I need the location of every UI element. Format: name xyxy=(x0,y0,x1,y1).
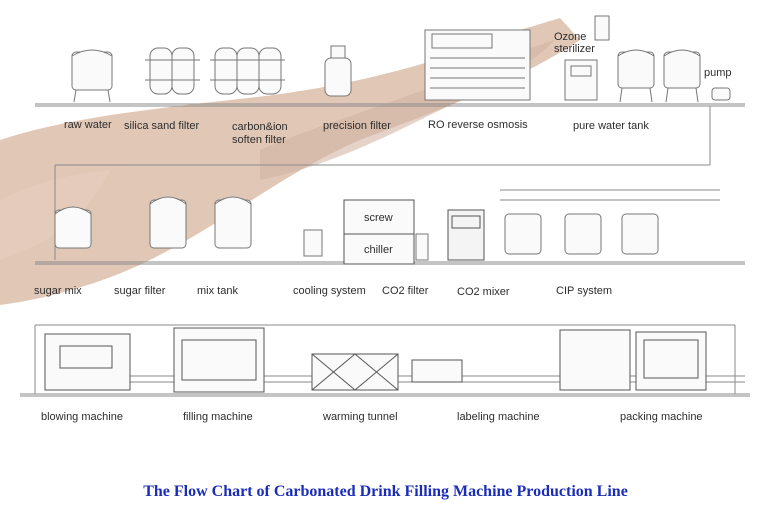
pump-unit xyxy=(711,87,731,101)
label-blowing-machine: blowing machine xyxy=(41,411,123,423)
label-screw: screw xyxy=(364,212,393,224)
label-carbon-ion: carbon&ion xyxy=(232,121,288,133)
label-sugar-filter: sugar filter xyxy=(114,285,166,297)
packing-machine-unit xyxy=(559,329,707,391)
label-sugar-mix: sugar mix xyxy=(34,285,82,297)
co2-filter-unit xyxy=(415,233,429,261)
blowing-machine-unit xyxy=(44,333,131,391)
label-soften-filter: soften filter xyxy=(232,134,286,146)
label-warming-tunnel: warming tunnel xyxy=(323,411,398,423)
label-pure-water-tank: pure water tank xyxy=(573,120,649,132)
cooling-system-unit xyxy=(303,229,323,257)
label-pump: pump xyxy=(704,67,732,79)
filling-machine-unit xyxy=(173,327,265,393)
label-raw-water: raw water xyxy=(64,119,112,131)
label-ro-reverse-osmosis: RO reverse osmosis xyxy=(428,119,528,131)
chart-title: The Flow Chart of Carbonated Drink Filli… xyxy=(143,483,628,500)
label-co2-mixer: CO2 mixer xyxy=(457,286,510,298)
cip-system-unit xyxy=(504,213,659,255)
co2-mixer-unit xyxy=(447,209,485,261)
label-labeling-machine: labeling machine xyxy=(457,411,540,423)
label-precision-filter: precision filter xyxy=(323,120,391,132)
sugar-filter-tank xyxy=(149,196,187,249)
label-packing-machine: packing machine xyxy=(620,411,703,423)
pure-water-tank-unit xyxy=(617,49,701,103)
precision-filter-unit xyxy=(324,45,352,97)
label-mix-tank: mix tank xyxy=(197,285,238,297)
ozone-sterilizer-unit xyxy=(564,15,610,101)
row1-pipeline xyxy=(35,103,745,260)
warming-tunnel-unit xyxy=(311,353,399,391)
label-ozone: Ozone xyxy=(554,31,587,43)
label-cooling-system: cooling system xyxy=(293,285,366,297)
label-sterilizer: sterilizer xyxy=(554,43,595,55)
screw-chiller-unit xyxy=(343,199,415,265)
label-chiller: chiller xyxy=(364,244,393,256)
silica-sand-filter xyxy=(145,47,200,95)
ro-reverse-osmosis-unit xyxy=(424,29,531,101)
label-co2-filter: CO2 filter xyxy=(382,285,429,297)
sugar-mix-tank xyxy=(54,206,92,249)
mix-tank-unit xyxy=(214,196,252,249)
label-silica-sand-filter: silica sand filter xyxy=(124,120,200,132)
raw-water-tank xyxy=(71,49,113,103)
label-cip-system: CIP system xyxy=(556,285,613,297)
label-filling-machine: filling machine xyxy=(183,411,253,423)
labeling-machine-unit xyxy=(411,359,463,383)
carbon-ion-filter xyxy=(210,47,285,95)
